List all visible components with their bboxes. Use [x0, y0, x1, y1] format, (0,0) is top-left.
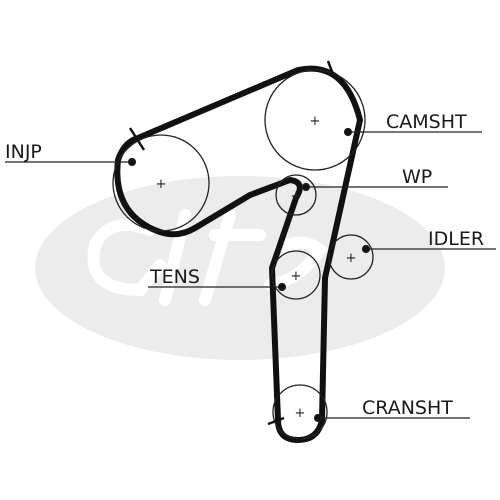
- pulley-camsht: +: [264, 69, 366, 171]
- pulley-injp: +: [112, 134, 210, 232]
- pulley-wp: +: [275, 174, 317, 216]
- watermark-lettering: [87, 209, 329, 306]
- center-mark: +: [346, 251, 357, 266]
- center-mark: +: [291, 189, 302, 204]
- leader-dot-cransht: [313, 413, 323, 423]
- timing-mark-cransht: [267, 416, 285, 426]
- leader-dot-idler: [361, 244, 371, 254]
- label-idler: IDLER: [428, 228, 484, 250]
- pulley-idler: +: [328, 234, 374, 280]
- label-camsht: CAMSHT: [386, 111, 467, 133]
- leader-dot-wp: [301, 182, 311, 192]
- label-wp: WP: [402, 166, 432, 188]
- leader-dot-camsht: [343, 127, 353, 137]
- pulley-tens: +: [271, 250, 321, 300]
- center-mark: +: [295, 406, 306, 421]
- center-mark: +: [291, 269, 302, 284]
- pulley-cransht: +: [272, 384, 328, 440]
- label-injp: INJP: [5, 141, 42, 163]
- center-mark: +: [310, 114, 321, 129]
- leader-lines: [5, 127, 496, 423]
- timing-belt: [114, 65, 363, 443]
- center-mark: +: [156, 177, 167, 192]
- leader-dot-injp: [127, 157, 137, 167]
- leader-dot-tens: [277, 282, 287, 292]
- label-tens: TENS: [149, 266, 200, 288]
- timing-marks: [128, 60, 336, 426]
- timing-mark-camsht: [326, 60, 336, 78]
- label-cransht: CRANSHT: [362, 397, 453, 419]
- timing-mark-injp: [128, 127, 146, 151]
